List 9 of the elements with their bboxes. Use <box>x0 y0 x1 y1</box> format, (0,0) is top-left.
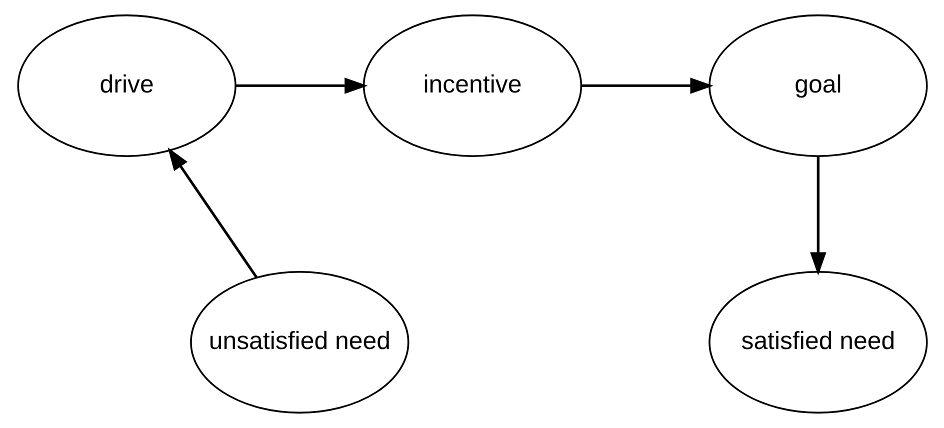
arrow <box>580 78 713 94</box>
arrow <box>167 147 258 278</box>
node-ellipse: goal <box>708 14 928 157</box>
node-ellipse: drive <box>16 14 236 157</box>
node-ellipse: unsatisfied need <box>190 271 409 414</box>
arrow <box>235 78 368 94</box>
node-ellipse: satisfied need <box>708 271 928 414</box>
node-ellipse: incentive <box>362 14 582 157</box>
arrow <box>810 156 826 276</box>
